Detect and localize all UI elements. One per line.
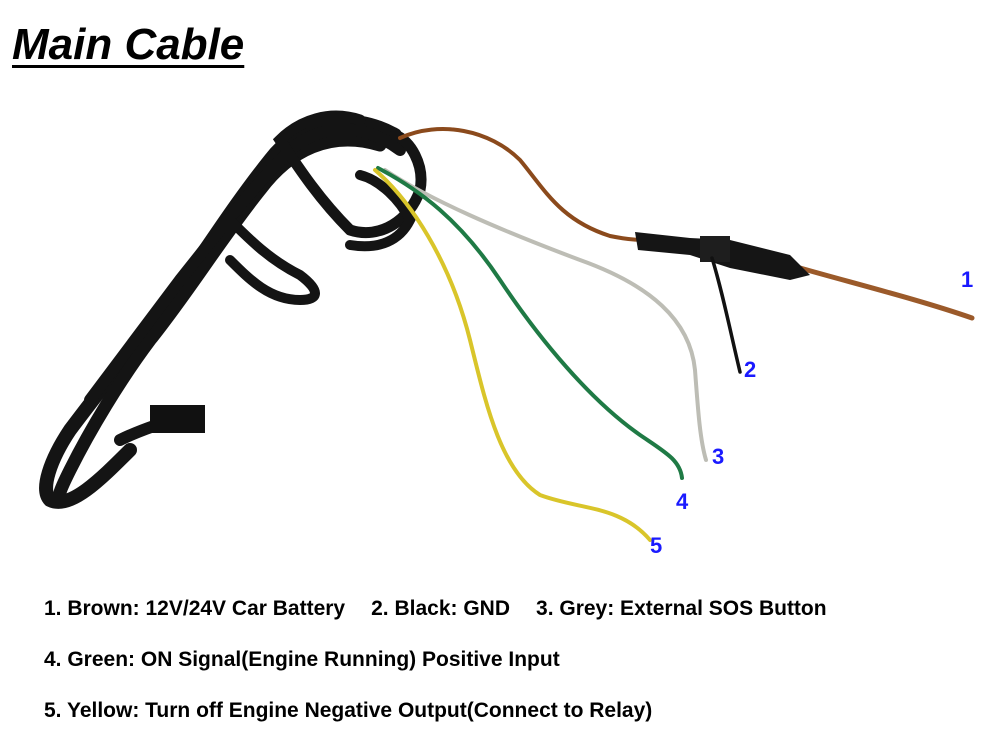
brown-wire <box>398 127 652 242</box>
legend-item-brown: 1. Brown: 12V/24V Car Battery <box>44 597 346 620</box>
wire-number-4: 4 <box>676 489 689 514</box>
cable-photo <box>39 110 975 542</box>
grey-wire <box>383 168 708 462</box>
legend-item-grey: 3. Grey: External SOS Button <box>536 597 827 620</box>
wire-number-3: 3 <box>712 444 725 469</box>
page-title: Main Cable <box>12 20 245 69</box>
yellow-wire <box>373 168 652 542</box>
brown-wire-end <box>797 265 975 321</box>
legend-line-1: 1. Brown: 12V/24V Car Battery 2. Black: G… <box>44 597 853 621</box>
wire-number-1: 1 <box>961 267 974 292</box>
green-wire <box>376 166 684 480</box>
fuse-holder <box>635 232 810 280</box>
wire-number-2: 2 <box>744 357 757 382</box>
legend-item-yellow: 5. Yellow: Turn off Engine Negative Outp… <box>44 699 653 722</box>
wire-number-5: 5 <box>650 533 663 558</box>
legend-item-green: 4. Green: ON Signal(Engine Running) Posi… <box>44 648 560 671</box>
coiled-cable <box>39 110 427 509</box>
black-wire <box>710 256 742 374</box>
legend-item-black: 2. Black: GND <box>371 597 511 620</box>
